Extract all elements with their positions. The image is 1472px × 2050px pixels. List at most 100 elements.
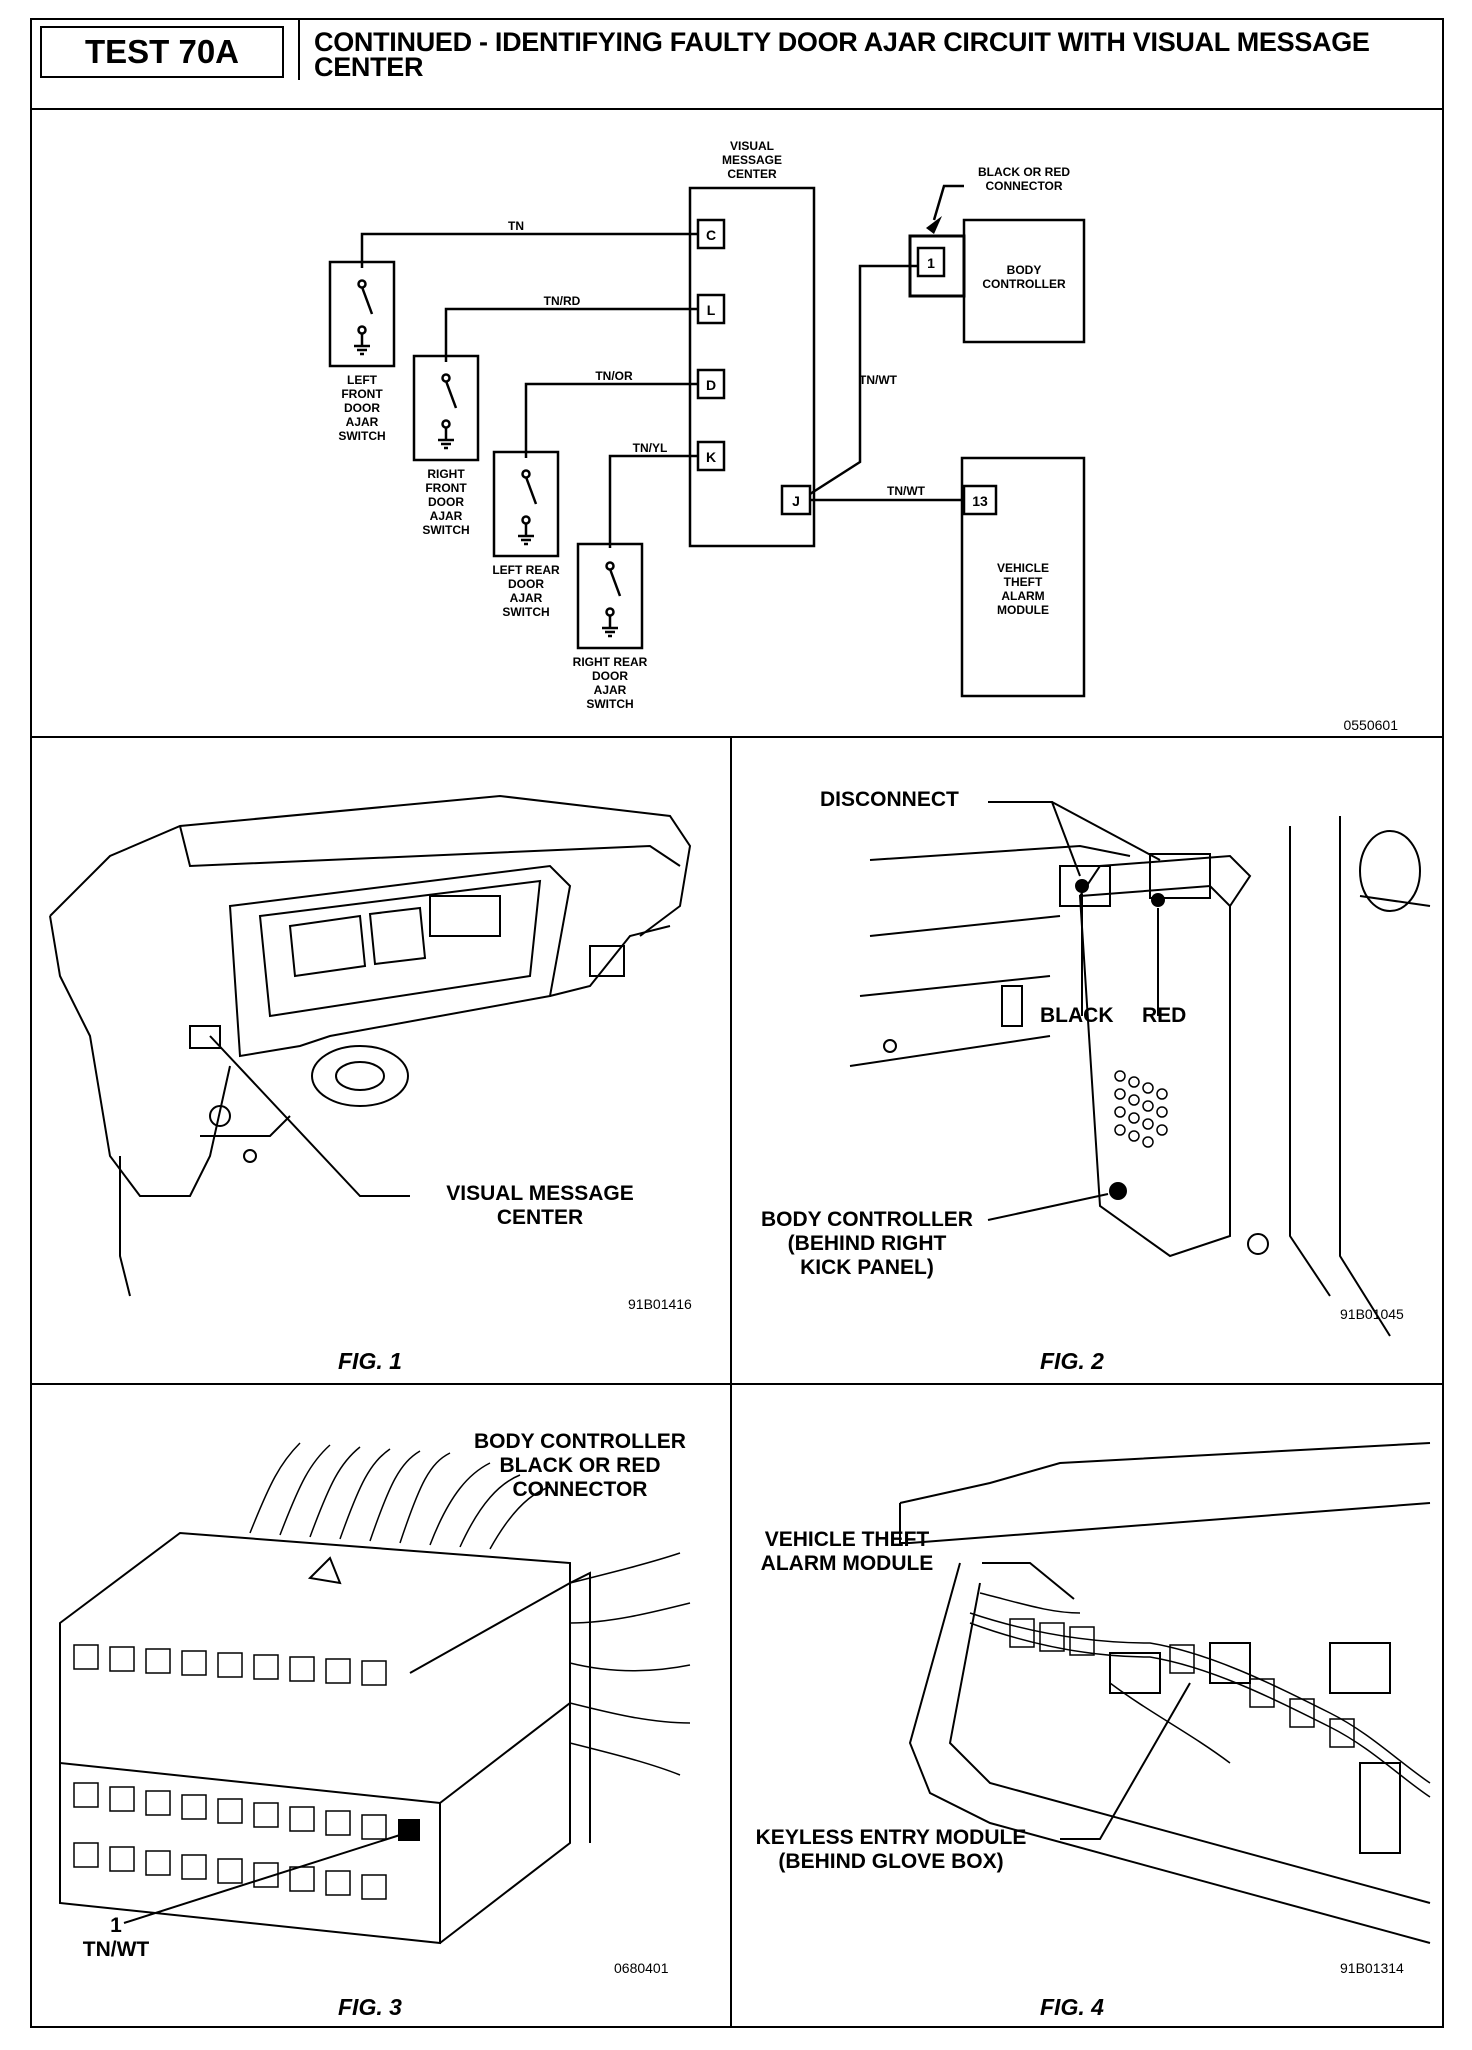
kick-panel-bottom [849, 1035, 1051, 1067]
red-connector-dot [1151, 893, 1165, 907]
wire-tn-yl [608, 454, 698, 548]
door-edge [1359, 895, 1431, 907]
pin-d-label: D [706, 377, 716, 393]
fig4-keyless-line2: (BEHIND GLOVE BOX) [778, 1850, 1004, 1873]
pin-13-label: 13 [972, 493, 988, 509]
body-controller-leader [987, 1193, 1109, 1221]
header-separator [298, 20, 300, 80]
fig2-body-controller-illustration [849, 801, 1431, 1337]
lf-switch-symbol [354, 279, 374, 356]
connector-key [307, 1556, 342, 1585]
dash-left-outline [49, 915, 231, 1197]
rf-switch-label-3: DOOR [428, 495, 464, 509]
wire-tn-wt-label: TN/WT [887, 484, 926, 498]
fig4-keyless-label: KEYLESS ENTRY MODULE (BEHIND GLOVE BOX) [746, 1826, 1036, 1874]
lr-switch-symbol [518, 469, 538, 546]
fig2-black-label: BLACK [1040, 1004, 1114, 1027]
radio-unit [429, 895, 501, 937]
fig4-panel [730, 1383, 1444, 2028]
dash-end-cap [899, 1503, 910, 1544]
wire-tn-or-label: TN/OR [595, 369, 633, 383]
fig1-callout-line1: VISUAL MESSAGE [446, 1182, 634, 1205]
wire-tn-or [524, 382, 698, 458]
schematic-code: 0550601 [1343, 717, 1398, 733]
fig2-callout-line1: BODY CONTROLLER [761, 1208, 973, 1231]
lr-switch-label-1: LEFT REAR [492, 563, 560, 577]
wire-tn [360, 232, 698, 268]
fig3-pin-number: 1 [110, 1914, 122, 1937]
wiring-schematic: VISUAL MESSAGE CENTER BLACK OR RED CONNE… [328, 139, 1398, 733]
fig2-callout: BODY CONTROLLER (BEHIND RIGHT KICK PANEL… [752, 1208, 982, 1280]
rf-switch-symbol [438, 373, 458, 450]
kick-panel-top [869, 844, 1131, 861]
panel-screw [883, 1039, 897, 1053]
pin-l-label: L [707, 302, 716, 318]
rr-switch-box [576, 542, 644, 650]
cluster-inner [258, 879, 542, 1018]
fig3-connector-illustration [59, 1442, 691, 1945]
dash-brow [179, 825, 681, 868]
fig1-callout: VISUAL MESSAGE CENTER [430, 1182, 650, 1230]
lf-switch-box [328, 260, 396, 368]
theft-module-unit [1109, 1652, 1161, 1694]
lf-switch-label-4: AJAR [346, 415, 379, 429]
fig3-title-line1: BODY CONTROLLER [474, 1430, 686, 1453]
red-connector [1149, 853, 1211, 899]
harness-clip [1209, 1642, 1251, 1684]
fig3-code: 0680401 [614, 1960, 669, 1976]
fig2-caption: FIG. 2 [1040, 1348, 1104, 1374]
rf-switch-label-4: AJAR [430, 509, 463, 523]
steering-column [311, 1045, 409, 1107]
door-pillar-right [1339, 816, 1391, 1337]
kick-panel-mid [869, 915, 1061, 937]
pin-1-cavity [398, 1819, 420, 1841]
connector-arrow-icon [926, 216, 942, 234]
door-pillar-left [1289, 826, 1331, 1297]
glovebox-opening [908, 1562, 1431, 1944]
body-controller-box [962, 218, 1086, 344]
pin-c-label: C [706, 227, 716, 243]
mount-bolt [1247, 1233, 1269, 1255]
theft-leader [982, 1562, 1075, 1600]
gauge-right [368, 906, 427, 966]
fig3-pin-leader [123, 1834, 401, 1924]
dash-right-lower [549, 925, 671, 997]
kick-panel-low [859, 975, 1051, 997]
fig3-title: BODY CONTROLLER BLACK OR RED CONNECTOR [460, 1430, 700, 1502]
lf-switch-label-5: SWITCH [338, 429, 385, 443]
fig4-theft-label: VEHICLE THEFT ALARM MODULE [752, 1528, 942, 1576]
pin-j-label: J [792, 493, 800, 509]
module-top [1079, 854, 1252, 907]
rf-switch-label-2: FRONT [425, 481, 467, 495]
lr-switch-label-2: DOOR [508, 577, 544, 591]
page-title: CONTINUED - IDENTIFYING FAULTY DOOR AJAR… [314, 27, 1370, 82]
fig4-theft-line1: VEHICLE THEFT [764, 1528, 930, 1551]
fig2-disconnect-label: DISCONNECT [820, 788, 959, 811]
disconnect-leader-1 [988, 801, 1081, 877]
dash-vent-knob [209, 1105, 231, 1127]
connector-leader [932, 184, 964, 221]
connector-body-side [439, 1703, 571, 1944]
rr-switch-label-1: RIGHT REAR [573, 655, 648, 669]
pin-cavities [73, 1644, 387, 1900]
lr-switch-label-4: SWITCH [502, 605, 549, 619]
right-bracket [1359, 1762, 1401, 1854]
connector-label-1: BLACK OR RED [978, 165, 1070, 179]
fig1-dashboard-illustration [49, 794, 692, 1297]
rr-switch-label-4: SWITCH [586, 697, 633, 711]
fig3-title-line3: CONNECTOR [512, 1478, 648, 1501]
fig4-theft-line2: ALARM MODULE [760, 1552, 934, 1575]
fig1-caption: FIG. 1 [338, 1348, 402, 1374]
lr-switch-label-3: AJAR [510, 591, 543, 605]
theft-module-label-3: ALARM [1001, 589, 1044, 603]
fig2-code: 91B01045 [1340, 1306, 1404, 1322]
lf-switch-label-2: FRONT [341, 387, 383, 401]
rf-switch-label-1: RIGHT [427, 467, 465, 481]
wire-tn-wt-up-label: TN/WT [859, 373, 898, 387]
rf-switch-label-5: SWITCH [422, 523, 469, 537]
rr-switch-symbol [602, 561, 622, 638]
fig1-code: 91B01416 [628, 1296, 692, 1312]
fig4-keyless-line1: KEYLESS ENTRY MODULE [755, 1826, 1027, 1849]
lr-switch-box [492, 450, 560, 558]
wire-tn-yl-label: TN/YL [633, 441, 668, 455]
